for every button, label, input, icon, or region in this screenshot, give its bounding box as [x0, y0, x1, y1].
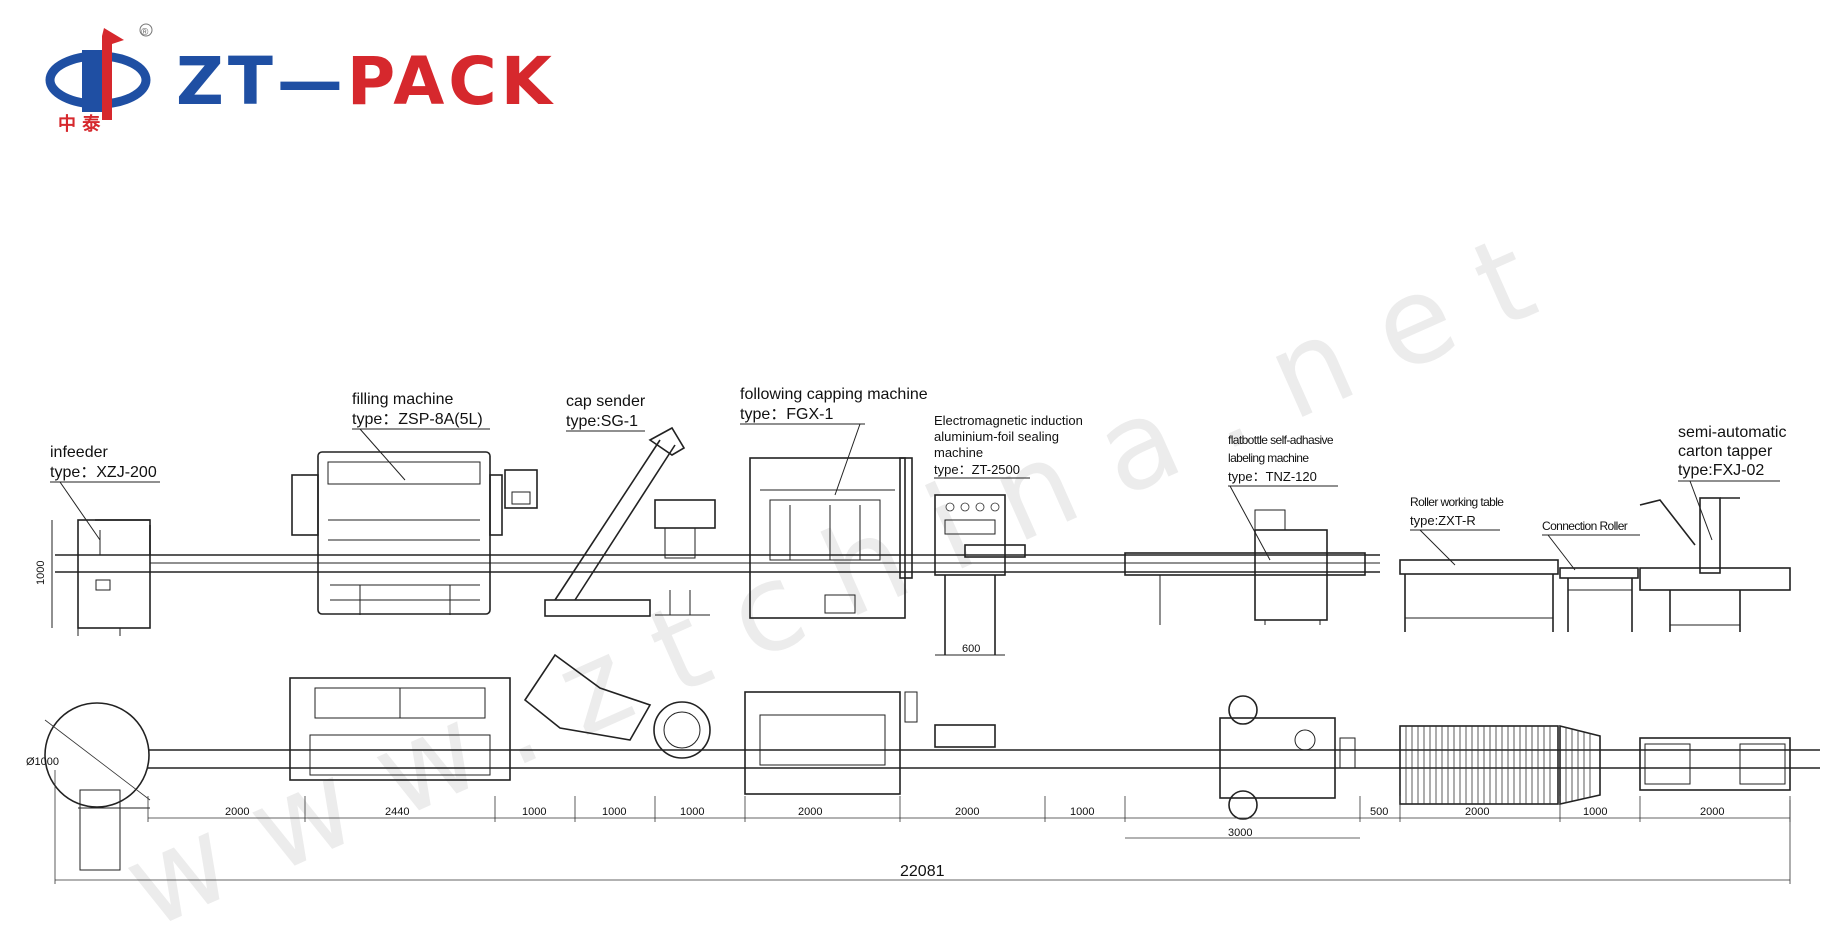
filling-plan — [289, 677, 511, 781]
roller-table-type: type:ZXT-R — [1410, 513, 1476, 528]
dim-segment: 3000 — [1228, 827, 1252, 839]
dim-segment: 1000 — [680, 806, 704, 818]
connection-roller-label: Connection Roller — [1542, 519, 1640, 571]
labeling-machine-drawing — [1124, 509, 1366, 625]
capping-machine-label: following capping machine type：FGX-1 — [740, 386, 928, 496]
total-length: 22081 — [900, 863, 945, 880]
capping-machine-drawing — [749, 457, 913, 619]
sealing-machine-line3: machine — [934, 445, 983, 460]
infeeder-name: infeeder — [50, 444, 108, 461]
labeling-machine-label: flatbottle self-adhasive labeling machin… — [1228, 433, 1338, 561]
logo-emblem-icon — [45, 23, 153, 120]
turntable-diameter: Ø1000 — [26, 756, 59, 768]
dim-segment: 2000 — [798, 806, 822, 818]
sealing-machine-line1: Electromagnetic induction — [934, 413, 1083, 428]
cap-sender-plan — [523, 653, 652, 741]
sealer-base-dimension: 600 — [962, 643, 980, 655]
carton-tapper-line2: carton tapper — [1678, 443, 1773, 460]
carton-tapper-label: semi-automatic carton tapper type:FXJ-02 — [1678, 424, 1786, 541]
carton-tapper-drawing — [1639, 497, 1791, 632]
sealing-machine-drawing: 600 — [934, 494, 1026, 656]
capping-plan — [744, 691, 901, 795]
carton-tapper-type: type:FXJ-02 — [1678, 462, 1764, 479]
capping-machine-name: following capping machine — [740, 386, 928, 403]
plan-view: Ø1000 — [26, 653, 1820, 871]
labeling-machine-type: type：TNZ-120 — [1228, 469, 1317, 484]
logo-wordmark: ZT—PACK — [176, 43, 556, 120]
side-elevation: 1000 — [35, 426, 1791, 656]
cap-sender-type: type:SG-1 — [566, 413, 638, 430]
dim-segment: 2440 — [385, 806, 409, 818]
connection-roller-name: Connection Roller — [1542, 519, 1628, 533]
roller-table-label: Roller working table type:ZXT-R — [1410, 495, 1505, 566]
sealing-machine-line2: aluminium-foil sealing — [934, 429, 1059, 444]
carton-tapper-plan — [1639, 737, 1791, 791]
roller-table-plan — [1399, 725, 1559, 805]
logo-chinese-text: 中 泰 — [58, 113, 101, 135]
filling-machine-label: filling machine type：ZSP-8A(5L) — [352, 391, 490, 481]
dim-segment: 1000 — [522, 806, 546, 818]
machine-labels: infeeder type：XZJ-200 filling machine ty… — [50, 386, 1786, 571]
dim-segment: 500 — [1370, 806, 1388, 818]
cap-sender-label: cap sender type:SG-1 — [566, 393, 646, 432]
dim-segment: 2000 — [955, 806, 979, 818]
filling-machine-drawing — [291, 451, 538, 615]
cap-sender-drawing — [544, 426, 716, 617]
dim-segment: 1000 — [1583, 806, 1607, 818]
logo-wordmark-dash: — — [277, 43, 347, 120]
filling-machine-type: type：ZSP-8A(5L) — [352, 411, 483, 428]
sealing-plan — [934, 724, 996, 748]
sealing-machine-type: type：ZT-2500 — [934, 462, 1020, 477]
watermark: www.ztchina.net — [105, 194, 1588, 934]
cap-sender-name: cap sender — [566, 393, 646, 410]
capping-machine-type: type：FGX-1 — [740, 406, 833, 423]
dim-segment: 2000 — [1700, 806, 1724, 818]
labeling-machine-line1: flatbottle self-adhasive — [1228, 433, 1334, 447]
height-dimension: 1000 — [35, 561, 47, 585]
dim-segment: 1000 — [602, 806, 626, 818]
infeeder-drawing: 1000 — [35, 519, 151, 636]
dim-segment: 1000 — [1070, 806, 1094, 818]
dimension-lines: 2000 2440 1000 1000 1000 2000 2000 1000 … — [54, 770, 1791, 884]
logo-wordmark-pack: PACK — [347, 43, 556, 120]
zt-pack-logo: ® 中 泰 ZT—PACK — [45, 23, 556, 135]
logo-registered-mark: ® — [141, 27, 149, 38]
connection-roller-drawing — [1559, 567, 1639, 632]
labeling-machine-line2: labeling machine — [1228, 451, 1309, 465]
infeeder-label: infeeder type：XZJ-200 — [50, 444, 160, 541]
labeling-plan — [1219, 695, 1356, 820]
infeeder-type: type：XZJ-200 — [50, 464, 157, 481]
roller-table-drawing — [1399, 559, 1559, 632]
dim-segment: 2000 — [1465, 806, 1489, 818]
roller-table-name: Roller working table — [1410, 495, 1504, 509]
sealing-machine-label: Electromagnetic induction aluminium-foil… — [934, 413, 1083, 479]
connection-roller-plan — [1559, 724, 1601, 805]
dim-segment: 2000 — [225, 806, 249, 818]
carton-tapper-line1: semi-automatic — [1678, 424, 1786, 441]
filling-machine-name: filling machine — [352, 391, 453, 408]
turntable-drawing: Ø1000 — [26, 702, 151, 871]
logo-wordmark-zt: ZT — [176, 43, 277, 120]
